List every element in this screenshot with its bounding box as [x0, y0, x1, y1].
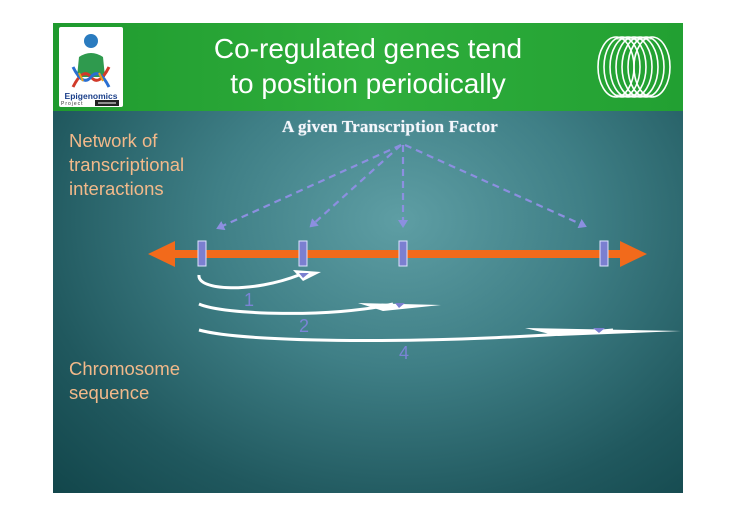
arc-label-1: 1 [244, 290, 255, 310]
slide: Epigenomics Project Co-regulated genes t… [53, 23, 683, 493]
tf-arrows [216, 143, 587, 231]
gene-box-4 [599, 240, 609, 267]
gene-box-1 [197, 240, 207, 267]
chromosome-arrow [148, 241, 647, 267]
chromosome-label-line-1: Chromosome [69, 358, 181, 379]
arc-label-4: 4 [399, 343, 410, 363]
spacing-arcs [197, 270, 681, 343]
tf-arrow-1 [216, 143, 402, 231]
network-label: Network of transcriptional interactions [69, 129, 184, 201]
transcription-factor-label: A given Transcription Factor [281, 117, 499, 136]
header-bar: Epigenomics Project Co-regulated genes t… [53, 23, 683, 111]
arc-1 [197, 270, 321, 290]
gene-box-3 [398, 240, 408, 267]
chromosome-label-line-2: sequence [69, 382, 150, 403]
arc-2 [198, 302, 441, 315]
title-line-2: to position periodically [230, 68, 506, 99]
gene-boxes [197, 240, 609, 267]
logo-subtitle: Project [61, 101, 84, 107]
dna-figure-icon [71, 34, 111, 88]
chromosome-label: Chromosome sequence [69, 357, 180, 405]
epigenomics-logo: Epigenomics Project [59, 27, 123, 107]
title-line-1: Co-regulated genes tend [213, 33, 523, 64]
network-label-line-3: interactions [69, 178, 164, 199]
tf-arrow-2 [309, 144, 402, 228]
arrows-icon [95, 100, 119, 106]
network-label-line-2: transcriptional [69, 154, 185, 175]
coil-spring-icon [597, 36, 671, 98]
gene-box-2 [298, 240, 308, 267]
arc-label-2: 2 [299, 316, 310, 336]
diagram [148, 143, 681, 343]
slide-title: Co-regulated genes tend to position peri… [153, 31, 583, 101]
logo-word: Epigenomics [64, 91, 118, 101]
tf-arrow-4 [404, 143, 587, 229]
arc-4 [198, 328, 681, 343]
network-label-line-1: Network of [69, 130, 158, 151]
